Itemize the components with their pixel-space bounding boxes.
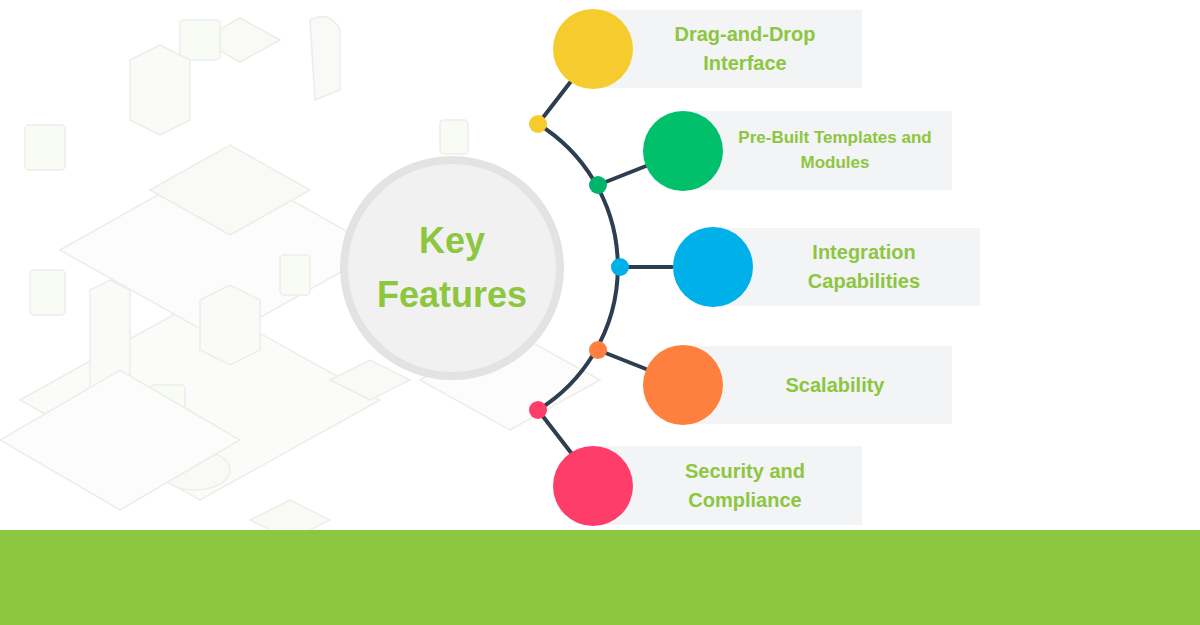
feature-label: Pre-Built Templates and Modules [738,126,933,175]
junction-dot [589,176,607,194]
hub-outline [340,156,564,380]
feature-dot [553,446,633,526]
feature-box: Integration Capabilities [710,228,980,306]
feature-label: Scalability [786,371,885,400]
feature-label: Security and Compliance [655,457,835,515]
feature-dot [643,345,723,425]
feature-label: Integration Capabilities [784,238,944,296]
feature-box: Security and Compliance [590,446,862,525]
feature-dot [643,111,723,191]
feature-dot [673,227,753,307]
hub-disc [344,160,560,376]
hub-circle: Key Features [340,156,564,380]
footer-band [0,530,1200,625]
feature-box: Scalability [680,346,952,424]
feature-box: Drag-and-Drop Interface [590,10,862,88]
junction-dot [529,401,547,419]
junction-dot [529,115,547,133]
feature-box: Pre-Built Templates and Modules [680,111,952,190]
junction-dot [589,341,607,359]
hub-title: Key Features [367,214,537,322]
feature-dot [553,9,633,89]
feature-label: Drag-and-Drop Interface [655,20,835,78]
isometric-scene [0,17,600,540]
junction-dot [611,258,629,276]
